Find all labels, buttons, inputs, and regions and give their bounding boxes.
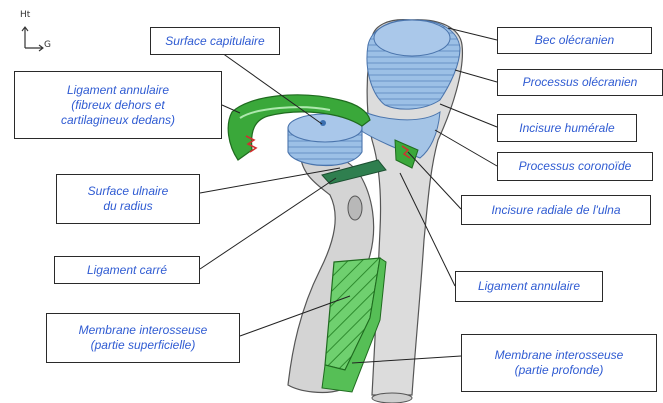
label-incisure-radiale: Incisure radiale de l'ulna xyxy=(461,195,651,225)
orientation-up-label: Ht xyxy=(20,10,30,20)
label-processus-olecranien: Processus olécranien xyxy=(497,69,663,96)
label-bec-olecranien: Bec olécranien xyxy=(497,27,652,54)
ulna-bone xyxy=(360,20,462,403)
label-processus-coronoide: Processus coronoïde xyxy=(497,152,653,181)
label-ligament-annulaire-bottom: Ligament annulaire xyxy=(455,271,603,302)
label-ligament-annulaire-top: Ligament annulaire (fibreux dehors et ca… xyxy=(14,71,222,139)
label-membrane-superficielle: Membrane interosseuse (partie superficie… xyxy=(46,313,240,363)
label-surface-ulnaire: Surface ulnaire du radius xyxy=(56,174,200,224)
label-incisure-humerale: Incisure humérale xyxy=(497,114,637,142)
label-ligament-carre: Ligament carré xyxy=(54,256,200,284)
label-membrane-profonde: Membrane interosseuse (partie profonde) xyxy=(461,334,657,392)
orientation-right-label: G xyxy=(44,40,51,50)
label-surface-capitulaire: Surface capitulaire xyxy=(150,27,280,55)
radial-head xyxy=(288,114,362,166)
orientation-marker xyxy=(22,27,43,51)
